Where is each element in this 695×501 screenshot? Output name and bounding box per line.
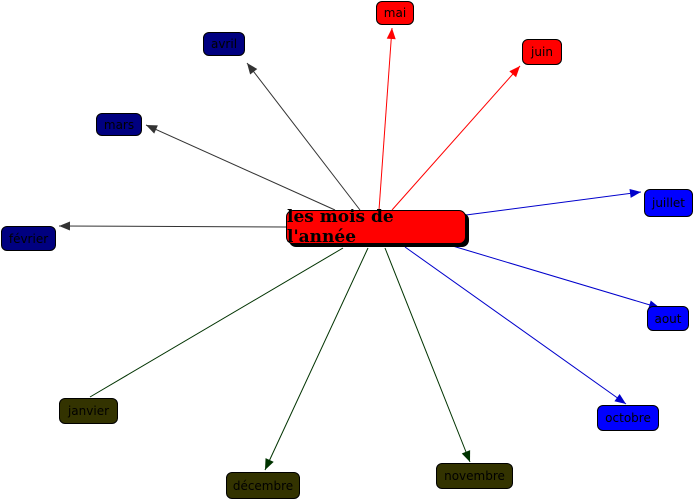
- arrowhead-fevrier: [59, 221, 71, 231]
- arrowhead-decembre: [265, 458, 274, 470]
- arrowhead-juin: [509, 66, 520, 78]
- connector-juin: [391, 65, 521, 211]
- node-novembre[interactable]: novembre: [436, 463, 513, 489]
- connector-avril: [246, 62, 361, 211]
- connector-janvier: [89, 247, 344, 398]
- node-janvier[interactable]: janvier: [59, 398, 118, 424]
- connector-decembre: [264, 247, 369, 471]
- connector-mars: [145, 124, 336, 211]
- node-juillet[interactable]: juillet: [644, 189, 693, 217]
- connector-mai: [378, 27, 393, 211]
- connector-fevrier: [58, 225, 287, 228]
- node-aout[interactable]: aout: [647, 306, 689, 331]
- arrowhead-octobre: [614, 393, 626, 404]
- arrowhead-novembre: [461, 450, 471, 462]
- node-juin[interactable]: juin: [522, 39, 562, 65]
- node-avril[interactable]: avril: [203, 32, 245, 56]
- central-topic[interactable]: les mois de l'année: [286, 207, 466, 247]
- connector-octobre: [404, 246, 627, 405]
- node-octobre[interactable]: octobre: [597, 405, 659, 431]
- arrowhead-mars: [146, 125, 158, 134]
- arrowhead-avril: [247, 63, 258, 75]
- connector-novembre: [384, 247, 471, 463]
- node-mai[interactable]: mai: [376, 1, 414, 25]
- node-fevrier[interactable]: février: [1, 226, 56, 251]
- arrowhead-mai: [386, 28, 396, 40]
- node-mars[interactable]: mars: [96, 113, 142, 136]
- connector-juillet: [465, 191, 642, 216]
- arrowhead-juillet: [629, 188, 641, 198]
- node-decembre[interactable]: décembre: [226, 472, 300, 499]
- connector-aout: [445, 243, 661, 309]
